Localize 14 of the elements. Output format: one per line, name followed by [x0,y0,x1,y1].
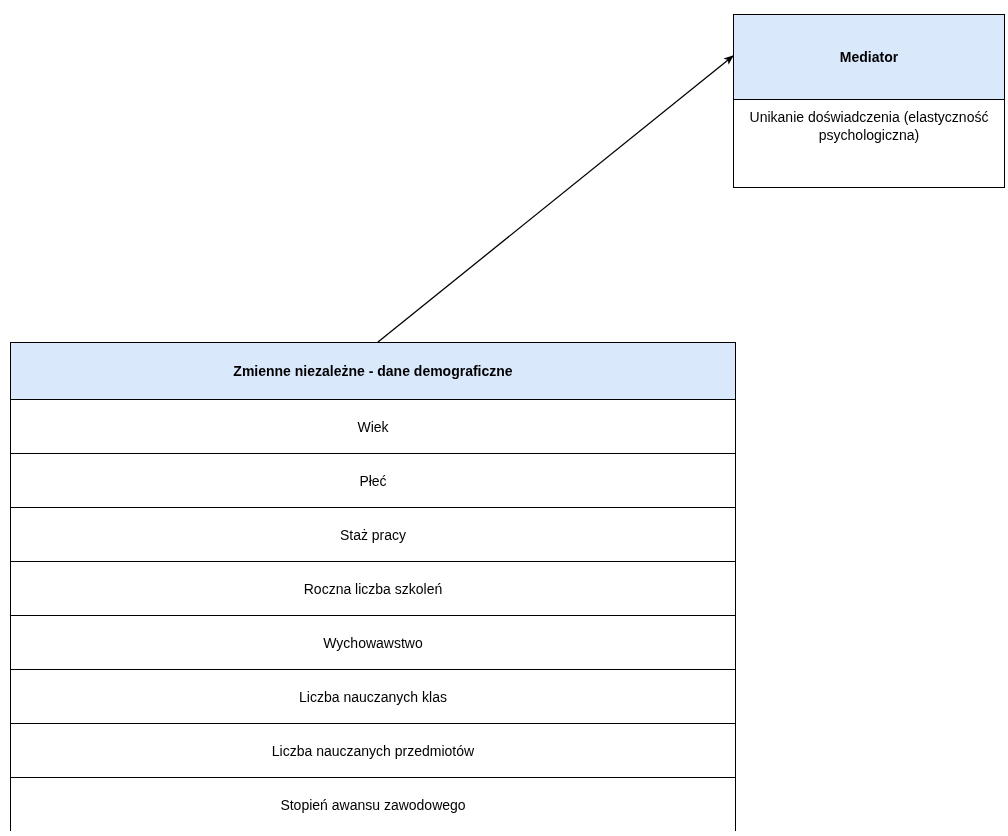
row-text: Liczba nauczanych klas [299,688,447,705]
row-text: Staż pracy [339,526,407,543]
body-text: Unikanie doświadczenia (elastyczność psychologiczna) [748,108,990,145]
arrow [377,55,734,343]
row-text: Roczna liczba szkoleń [303,580,443,597]
row-text: Liczba nauczanych przedmiotów [271,742,475,759]
row-text: Płeć [359,472,387,489]
row-text: Wychowawstwo [323,634,423,651]
table-box [10,342,736,831]
table-header: Zmienne niezależne - dane demograficzne [11,343,735,400]
row-text: Stopień awansu zawodowego [280,797,466,813]
table-box [733,14,1005,188]
row-text: Wiek [357,418,389,435]
table-header: Mediator [734,15,1004,100]
